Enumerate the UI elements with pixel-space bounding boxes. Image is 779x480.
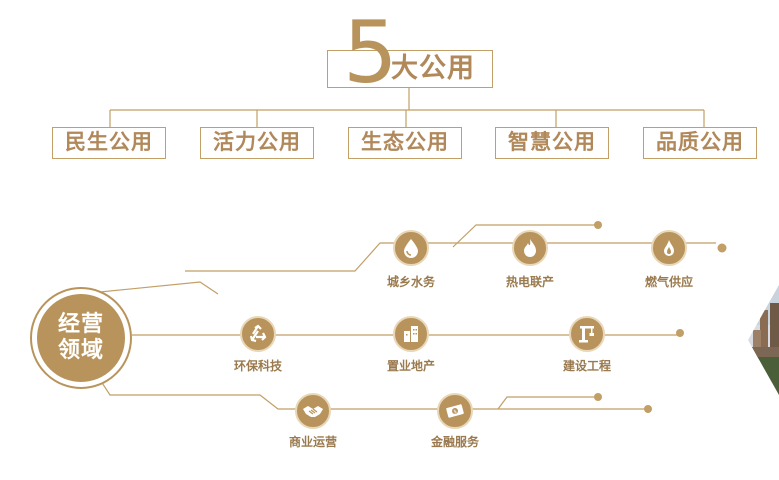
branch-label-gas: 燃气供应: [644, 275, 693, 289]
utility-box-ecology: 生态公用: [348, 127, 462, 159]
recycle-icon: [240, 316, 276, 352]
branch-label-heat-power: 热电联产: [505, 275, 554, 289]
handshake-icon: [295, 393, 331, 429]
branch-label-construction: 建设工程: [562, 359, 611, 373]
branch-label-environment: 环保科技: [233, 359, 282, 373]
business-areas-hub: 经营 领域: [30, 287, 132, 389]
utility-box-livelihood: 民生公用: [52, 127, 166, 159]
title-suffix: 大公用: [391, 53, 475, 84]
flame-icon: [512, 230, 548, 266]
gas-flame-icon: [651, 230, 687, 266]
title-number: 5: [343, 3, 398, 103]
water-drop-icon: [393, 230, 429, 266]
title-frame: [327, 50, 493, 88]
hub-label-line1: 经营: [57, 312, 104, 337]
utility-box-quality: 品质公用: [643, 127, 757, 159]
city-photo-fragment: [748, 285, 779, 395]
branch-label-commerce: 商业运营: [288, 435, 337, 449]
hub-label-line2: 领域: [57, 338, 104, 363]
building-icon: [393, 316, 429, 352]
branch-label-finance: 金融服务: [430, 435, 479, 449]
utility-box-smart: 智慧公用: [495, 127, 609, 159]
branch-label-real-estate: 置业地产: [386, 359, 435, 373]
svg-text:$: $: [453, 409, 458, 416]
crane-icon: [569, 316, 605, 352]
money-icon: $: [437, 393, 473, 429]
branch-label-water: 城乡水务: [386, 275, 435, 289]
utility-box-vitality: 活力公用: [200, 127, 314, 159]
